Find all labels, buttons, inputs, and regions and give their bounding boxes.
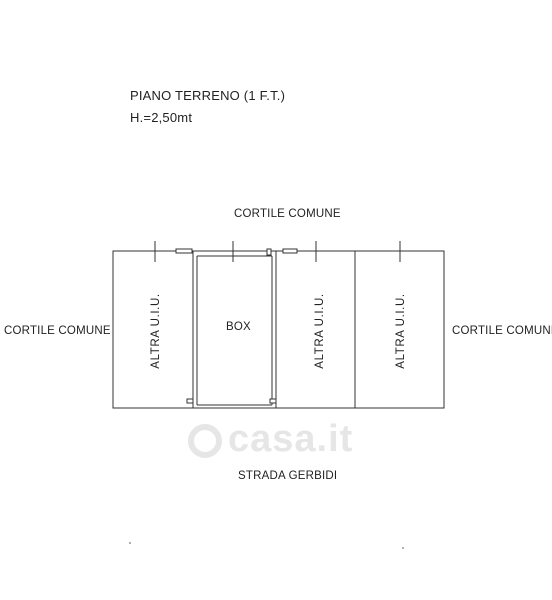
wall-junction bbox=[186, 398, 194, 404]
stray-mark bbox=[402, 547, 404, 549]
unit-3-label: ALTRA U.I.U. bbox=[314, 293, 326, 369]
box-label: BOX bbox=[226, 321, 251, 333]
unit-1-label: ALTRA U.I.U. bbox=[150, 293, 162, 369]
label-right-courtyard: CORTILE COMUNE bbox=[452, 325, 552, 337]
wall-junction bbox=[269, 398, 277, 404]
wall-junction bbox=[282, 248, 298, 254]
watermark: casa.it bbox=[228, 418, 354, 460]
label-top-courtyard: CORTILE COMUNE bbox=[234, 208, 341, 220]
wall-junction bbox=[175, 248, 193, 254]
floor-height: H.=2,50mt bbox=[130, 110, 193, 125]
floor-title: PIANO TERRENO (1 F.T.) bbox=[130, 88, 286, 103]
label-left-courtyard: CORTILE COMUNE bbox=[4, 325, 111, 337]
stray-mark bbox=[129, 542, 131, 544]
wall-junction bbox=[266, 248, 272, 256]
watermark-logo-icon bbox=[188, 424, 222, 458]
label-street: STRADA GERBIDI bbox=[238, 470, 338, 482]
unit-4-label: ALTRA U.I.U. bbox=[395, 293, 407, 369]
